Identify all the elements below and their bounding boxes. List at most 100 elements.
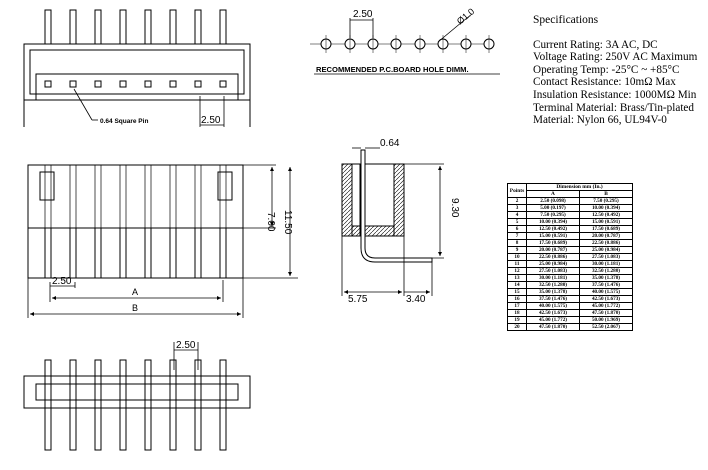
table-cell-points: 18 — [507, 309, 527, 317]
table-cell-points: 17 — [507, 302, 527, 310]
pcb-pitch-label: 2.50 — [353, 9, 373, 20]
pin-square — [169, 80, 177, 88]
side-view — [341, 147, 444, 296]
top-pin — [194, 9, 202, 45]
dim-5-75: 5.75 — [348, 294, 368, 305]
top-pin — [119, 9, 127, 45]
table-cell-points: 2 — [507, 197, 527, 205]
front-view-pins — [44, 165, 227, 279]
table-cell-b: 42.50 (1.673) — [579, 295, 633, 303]
table-cell-points: 4 — [507, 211, 527, 219]
table-cell-points: 12 — [507, 267, 527, 275]
dim-11-50: 11.50 — [282, 210, 293, 235]
pin-square — [94, 80, 102, 88]
spec-line: Operating Temp: -25°C ~ +85°C — [533, 63, 680, 76]
front-pin — [194, 227, 202, 279]
top-pitch-label: 2.50 — [201, 115, 221, 126]
bottom-view — [23, 342, 251, 451]
pin-size-label: 0.64 Square Pin — [100, 118, 148, 125]
table-cell-b: 32.50 (1.280) — [579, 267, 633, 275]
pin-square — [219, 80, 227, 88]
specifications-block: Specifications Current Rating: 3A AC, DC… — [533, 14, 705, 127]
front-pin — [219, 227, 227, 279]
bottom-pin — [144, 359, 152, 451]
bottom-pin — [169, 359, 177, 451]
pin-square — [44, 80, 52, 88]
table-header-a: A — [526, 190, 580, 198]
bottom-pin — [119, 359, 127, 451]
table-cell-a: 42.50 (1.673) — [526, 309, 580, 317]
spec-line: Material: Nylon 66, UL94V-0 — [533, 114, 667, 127]
table-cell-points: 13 — [507, 274, 527, 282]
table-cell-b: 7.50 (0.295) — [579, 197, 633, 205]
table-cell-a: 45.00 (1.772) — [526, 316, 580, 324]
table-cell-points: 3 — [507, 204, 527, 212]
dim-3-40: 3.40 — [406, 294, 426, 305]
pcb-hole-pattern — [310, 13, 500, 75]
table-cell-a: 22.50 (0.886) — [526, 253, 580, 261]
top-pin — [44, 9, 52, 45]
top-pin — [69, 9, 77, 45]
table-cell-b: 22.50 (0.886) — [579, 239, 633, 247]
front-pin — [44, 227, 52, 279]
table-cell-points: 15 — [507, 288, 527, 296]
pcb-hole-label: Ø1.0 — [455, 6, 476, 26]
table-cell-a: 30.00 (1.181) — [526, 274, 580, 282]
top-view — [23, 9, 251, 127]
dim-9-30: 9.30 — [449, 198, 460, 218]
spec-line: Contact Resistance: 10mΩ Max — [533, 76, 676, 89]
table-cell-b: 37.50 (1.476) — [579, 281, 633, 289]
table-cell-points: 19 — [507, 316, 527, 324]
top-view-pins — [44, 9, 227, 45]
table-cell-b: 27.50 (1.083) — [579, 253, 633, 261]
table-cell-a: 7.50 (0.295) — [526, 211, 580, 219]
front-pin — [94, 227, 102, 279]
top-view-pin-squares — [44, 80, 227, 88]
front-pin — [69, 227, 77, 279]
table-cell-b: 15.00 (0.591) — [579, 218, 633, 226]
dim-a: A — [132, 287, 138, 297]
dim-7-00: 7.00 — [265, 212, 276, 232]
table-cell-points: 20 — [507, 323, 527, 331]
table-cell-a: 2.50 (0.098) — [526, 197, 580, 205]
table-cell-a: 27.50 (1.083) — [526, 267, 580, 275]
table-header-b: B — [579, 190, 633, 198]
table-cell-b: 35.00 (1.378) — [579, 274, 633, 282]
pin-square — [194, 80, 202, 88]
table-cell-a: 17.50 (0.689) — [526, 239, 580, 247]
table-cell-a: 20.00 (0.787) — [526, 246, 580, 254]
table-header-group: Dimension mm (In.) — [526, 183, 633, 191]
table-cell-points: 6 — [507, 225, 527, 233]
table-cell-points: 14 — [507, 281, 527, 289]
table-cell-b: 12.50 (0.492) — [579, 211, 633, 219]
bottom-pin — [94, 359, 102, 451]
table-cell-a: 12.50 (0.492) — [526, 225, 580, 233]
pcb-caption: RECOMMENDED P.C.BOARD HOLE DIMM. — [316, 65, 469, 74]
table-cell-points: 11 — [507, 260, 527, 268]
table-cell-b: 20.00 (0.787) — [579, 232, 633, 240]
table-cell-a: 5.00 (0.197) — [526, 204, 580, 212]
bottom-pin — [194, 359, 202, 451]
spec-line: Insulation Resistance: 1000MΩ Min — [533, 88, 697, 101]
table-cell-points: 16 — [507, 295, 527, 303]
spec-line: Terminal Material: Brass/Tin-plated — [533, 101, 694, 114]
table-cell-points: 9 — [507, 246, 527, 254]
table-cell-b: 45.00 (1.772) — [579, 302, 633, 310]
top-pin — [219, 9, 227, 45]
table-cell-a: 37.50 (1.476) — [526, 295, 580, 303]
table-cell-b: 50.00 (1.969) — [579, 316, 633, 324]
